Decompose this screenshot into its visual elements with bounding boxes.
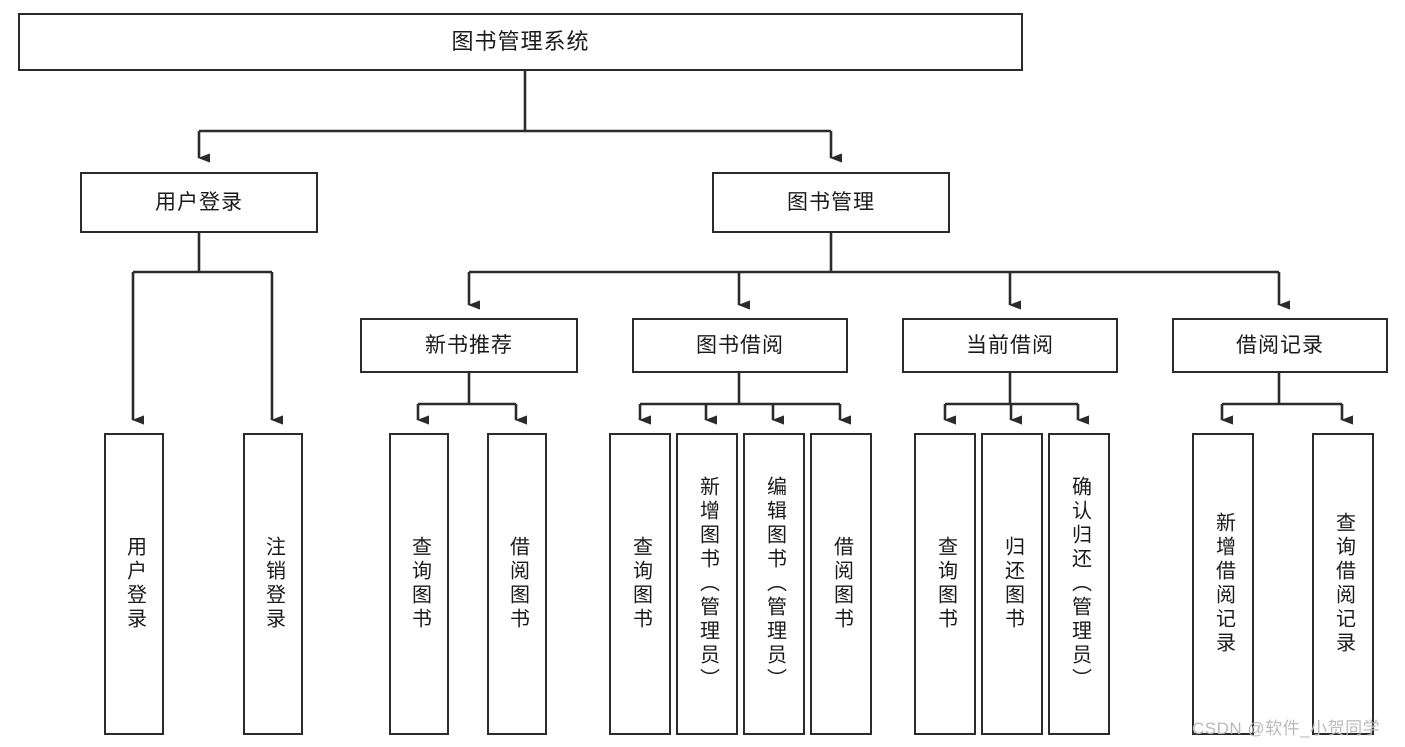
node-label: 查询图书 <box>934 536 957 632</box>
node-label: 确认归还（管理员） <box>1068 476 1091 692</box>
node-user-login[interactable]: 用户登录 <box>80 172 318 233</box>
node-label: 当前借阅 <box>966 333 1054 357</box>
node-label: 新增图书（管理员） <box>696 476 719 692</box>
node-label: 借阅图书 <box>830 536 853 632</box>
node-label: 借阅记录 <box>1236 333 1324 357</box>
leaf-query-book-1[interactable]: 查询图书 <box>389 433 449 735</box>
node-label: 查询借阅记录 <box>1332 512 1355 656</box>
node-label: 编辑图书（管理员） <box>763 476 786 692</box>
leaf-query-book-2[interactable]: 查询图书 <box>609 433 671 735</box>
node-book-manage[interactable]: 图书管理 <box>712 172 950 233</box>
leaf-logout-login[interactable]: 注销登录 <box>243 433 303 735</box>
node-label: 新增借阅记录 <box>1212 512 1235 656</box>
leaf-edit-book[interactable]: 编辑图书（管理员） <box>743 433 805 735</box>
leaf-borrow-book-1[interactable]: 借阅图书 <box>487 433 547 735</box>
leaf-add-book[interactable]: 新增图书（管理员） <box>676 433 738 735</box>
node-label: 借阅图书 <box>506 536 529 632</box>
node-label: 新书推荐 <box>425 333 513 357</box>
node-label: 查询图书 <box>408 536 431 632</box>
node-borrow-record[interactable]: 借阅记录 <box>1172 318 1388 373</box>
node-label: 图书管理 <box>787 190 875 214</box>
leaf-query-borrow-record[interactable]: 查询借阅记录 <box>1312 433 1374 735</box>
node-label: 图书管理系统 <box>451 28 590 54</box>
node-label: 图书借阅 <box>696 333 784 357</box>
leaf-query-book-3[interactable]: 查询图书 <box>914 433 976 735</box>
node-book-borrow[interactable]: 图书借阅 <box>632 318 848 373</box>
node-label: 用户登录 <box>123 536 146 632</box>
node-label: 归还图书 <box>1001 536 1024 632</box>
leaf-confirm-return[interactable]: 确认归还（管理员） <box>1048 433 1110 735</box>
node-new-book-recommend[interactable]: 新书推荐 <box>360 318 578 373</box>
leaf-user-login[interactable]: 用户登录 <box>104 433 164 735</box>
node-label: 注销登录 <box>262 536 285 632</box>
leaf-borrow-book-2[interactable]: 借阅图书 <box>810 433 872 735</box>
leaf-return-book[interactable]: 归还图书 <box>981 433 1043 735</box>
leaf-add-borrow-record[interactable]: 新增借阅记录 <box>1192 433 1254 735</box>
node-label: 用户登录 <box>155 190 243 214</box>
node-root-system[interactable]: 图书管理系统 <box>18 13 1023 71</box>
node-current-borrow[interactable]: 当前借阅 <box>902 318 1118 373</box>
node-label: 查询图书 <box>629 536 652 632</box>
